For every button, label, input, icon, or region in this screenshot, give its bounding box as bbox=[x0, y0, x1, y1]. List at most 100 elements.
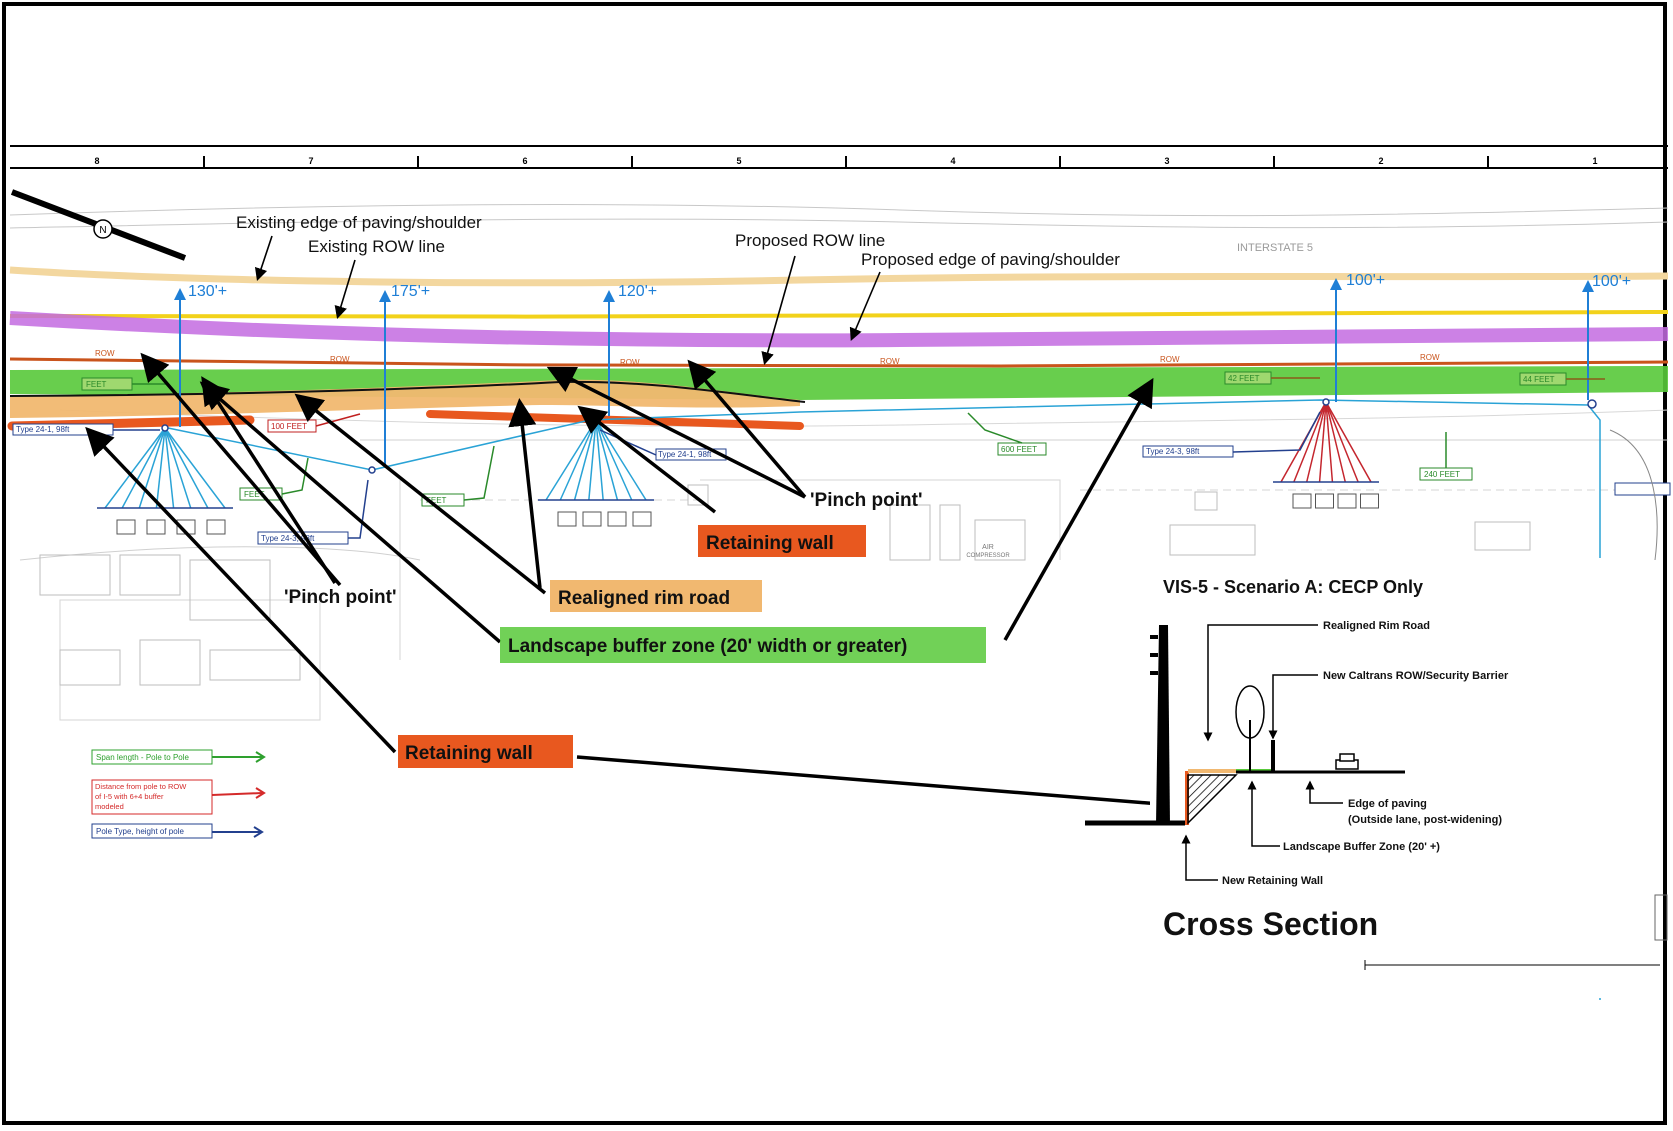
svg-text:N: N bbox=[99, 225, 106, 236]
existing-row-line bbox=[9, 310, 1669, 319]
pole-tag: Type 24-3, 98ft bbox=[1146, 447, 1200, 456]
realigned-rim-road-label: Realigned rim road bbox=[558, 588, 730, 609]
row-tag: ROW bbox=[1420, 353, 1440, 362]
callout-arrows bbox=[85, 352, 1179, 818]
right-edge-detail bbox=[1609, 429, 1668, 941]
landscape-buffer-highlight bbox=[500, 627, 986, 663]
span-tag: 42 FEET bbox=[1228, 374, 1260, 383]
row-tag: ROW bbox=[95, 349, 115, 358]
span-tag: FEET bbox=[244, 490, 265, 499]
existing-paving-band bbox=[9, 266, 1669, 287]
pole-tag-pointers bbox=[113, 411, 1321, 539]
pole-tag-partial bbox=[1614, 482, 1671, 496]
existing-row-label: Existing ROW line bbox=[308, 237, 445, 256]
legend: Span length - Pole to Pole Distance from… bbox=[91, 749, 266, 839]
grid-label-2: 2 bbox=[1378, 156, 1383, 166]
span-tag: 100 FEET bbox=[271, 422, 307, 431]
plan-annotations: Existing edge of paving/shoulder Existin… bbox=[236, 213, 1120, 366]
car-icon bbox=[1335, 753, 1359, 770]
span-tag: FEET bbox=[86, 380, 107, 389]
legend-pole-label: Pole Type, height of pole bbox=[96, 827, 184, 836]
grid-label-1: 1 bbox=[1592, 156, 1597, 166]
dimension-120: 120'+ bbox=[618, 283, 657, 300]
transmission-tower-icon bbox=[1150, 625, 1170, 825]
interstate-label: INTERSTATE 5 bbox=[1237, 242, 1313, 254]
proposed-row-label: Proposed ROW line bbox=[735, 231, 885, 250]
grid-label-3: 3 bbox=[1164, 156, 1169, 166]
landscape-buffer-label: Landscape buffer zone (20' width or grea… bbox=[508, 636, 907, 657]
xs-retaining-wall-label: New Retaining Wall bbox=[1222, 875, 1323, 887]
legend-distance-label: modeled bbox=[95, 802, 124, 811]
span-tag: FEET bbox=[426, 496, 447, 505]
span-tag: 600 FEET bbox=[1001, 445, 1037, 454]
legend-distance-label: Distance from pole to ROW bbox=[95, 782, 187, 791]
xs-rim-road-leader bbox=[1203, 624, 1318, 742]
grid-strip: 8 7 6 5 4 3 2 1 bbox=[10, 145, 1668, 169]
row-tag: ROW bbox=[620, 358, 640, 367]
xs-rim-road-label: Realigned Rim Road bbox=[1323, 620, 1430, 632]
cross-section-title: VIS-5 - Scenario A: CECP Only bbox=[1163, 577, 1423, 597]
grid-label-4: 4 bbox=[950, 156, 955, 166]
xs-buffer-leader bbox=[1247, 780, 1280, 847]
dimension-100-a: 100'+ bbox=[1346, 272, 1385, 289]
proposed-paving-purple bbox=[9, 311, 1669, 348]
xs-buffer-label: Landscape Buffer Zone (20' +) bbox=[1283, 841, 1440, 853]
grid-label-7: 7 bbox=[308, 156, 313, 166]
site-label-air: AIR bbox=[982, 544, 994, 551]
grid-label-5: 5 bbox=[736, 156, 741, 166]
span-tag-pointers bbox=[132, 377, 1605, 501]
pinch-point-label-1: 'Pinch point' bbox=[284, 587, 396, 608]
legend-distance-arrow bbox=[211, 792, 263, 796]
xs-edge-paving-leader bbox=[1305, 780, 1343, 804]
dimension-130: 130'+ bbox=[188, 283, 227, 300]
callout-labels: 'Pinch point' 'Pinch point' Retaining wa… bbox=[284, 490, 986, 768]
grid-label-6: 6 bbox=[522, 156, 527, 166]
pole-fan bbox=[1273, 398, 1379, 509]
retaining-wall-highlight-2 bbox=[398, 735, 573, 768]
span-tag: 44 FEET bbox=[1523, 375, 1555, 384]
grid-label-8: 8 bbox=[94, 156, 99, 166]
xs-edge-paving-label: Edge of paving bbox=[1348, 798, 1427, 810]
powerline-route bbox=[167, 399, 1601, 1000]
pole-fan bbox=[538, 416, 654, 527]
pole-marker bbox=[368, 466, 376, 474]
site-labels: AIR COMPRESSOR bbox=[966, 544, 1010, 559]
dimension-175: 175'+ bbox=[391, 283, 430, 300]
xs-row-barrier-label: New Caltrans ROW/Security Barrier bbox=[1323, 670, 1509, 682]
pinch-point-label-2: 'Pinch point' bbox=[810, 490, 922, 511]
proposed-row-line: ROW ROW ROW ROW ROW ROW bbox=[9, 349, 1669, 368]
legend-span-label: Span length - Pole to Pole bbox=[96, 753, 190, 762]
dimension-arrows: 130'+ 175'+ 120'+ 100'+ 100'+ bbox=[174, 272, 1631, 466]
tree-icon bbox=[1235, 685, 1265, 771]
dimension-100-b: 100'+ bbox=[1592, 273, 1631, 290]
pole-fan bbox=[97, 424, 233, 535]
pole-tag: Type 24-3, 98ft bbox=[261, 534, 315, 543]
cross-section-background bbox=[1150, 558, 1660, 998]
span-tags: FEET 100 FEET FEET FEET 600 FEET 42 FEET… bbox=[81, 371, 1567, 507]
row-tag: ROW bbox=[1160, 355, 1180, 364]
xs-edge-paving-sublabel: (Outside lane, post-widening) bbox=[1348, 814, 1502, 826]
realigned-rim-road-highlight bbox=[550, 580, 762, 612]
pole-tag: Type 24-1, 98ft bbox=[16, 425, 70, 434]
xs-row-barrier-leader bbox=[1268, 674, 1318, 740]
proposed-paving-label: Proposed edge of paving/shoulder bbox=[861, 250, 1120, 269]
pole-marker bbox=[1587, 399, 1597, 409]
legend-distance-label: of I-5 with 6+4 buffer bbox=[95, 792, 164, 801]
pole-tag: Type 24-1, 98ft bbox=[658, 450, 712, 459]
retaining-wall-label-1: Retaining wall bbox=[706, 533, 834, 554]
row-tag: ROW bbox=[880, 357, 900, 366]
cross-section-caption: Cross Section bbox=[1163, 906, 1378, 942]
site-label-compressor: COMPRESSOR bbox=[966, 553, 1010, 559]
background-buildings bbox=[39, 484, 1531, 686]
span-tag: 240 FEET bbox=[1424, 470, 1460, 479]
cross-section-panel: VIS-5 - Scenario A: CECP Only bbox=[1085, 558, 1660, 998]
north-arrow-icon: N bbox=[10, 189, 187, 261]
row-tag: ROW bbox=[330, 355, 350, 364]
retaining-wall-label-2: Retaining wall bbox=[405, 743, 533, 764]
xs-retaining-wall-leader bbox=[1181, 834, 1218, 881]
existing-paving-label: Existing edge of paving/shoulder bbox=[236, 213, 482, 232]
retaining-wall-highlight-1 bbox=[698, 525, 866, 557]
